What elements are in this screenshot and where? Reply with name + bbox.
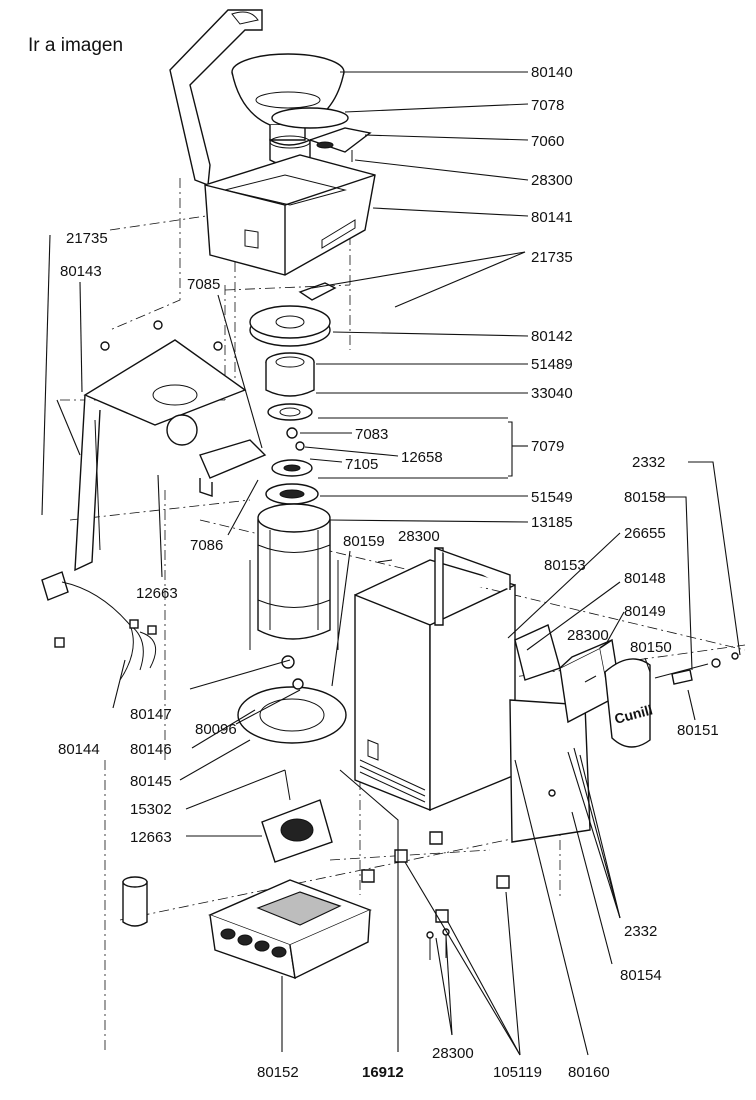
part-label: 7086 xyxy=(190,537,223,554)
part-label: 28300 xyxy=(398,528,440,545)
part-label: 16912 xyxy=(362,1064,404,1081)
hopper-support-arm xyxy=(169,9,263,186)
screws xyxy=(351,150,597,960)
part-label: 33040 xyxy=(531,385,573,402)
bottom-tray xyxy=(208,879,372,980)
power-cable xyxy=(41,571,157,681)
part-label: 12658 xyxy=(401,449,443,466)
part-label: 80150 xyxy=(630,639,672,656)
main-cabinet xyxy=(354,547,516,812)
part-label: 80096 xyxy=(195,721,237,738)
part-label: 51489 xyxy=(531,356,573,373)
side-cover xyxy=(509,699,591,843)
adjustment-hardware xyxy=(271,427,313,477)
part-labels: 80140 7078 7060 28300 80141 21735 21735 … xyxy=(58,64,719,1081)
mounting-plate xyxy=(74,320,247,572)
part-label: 13185 xyxy=(531,514,573,531)
switch-housing xyxy=(514,624,621,724)
bearing xyxy=(265,483,319,505)
part-label: 80153 xyxy=(544,557,586,574)
part-label: 80148 xyxy=(624,570,666,587)
capacitor xyxy=(122,876,148,927)
part-label: 28300 xyxy=(432,1045,474,1062)
motor xyxy=(249,503,339,650)
part-label: 80142 xyxy=(531,328,573,345)
brand-cover: Cunill xyxy=(604,658,654,748)
part-label: 80143 xyxy=(60,263,102,280)
top-housing xyxy=(204,154,376,276)
part-label: 7083 xyxy=(355,426,388,443)
part-label: 80141 xyxy=(531,209,573,226)
part-label: 15302 xyxy=(130,801,172,818)
part-label: 80152 xyxy=(257,1064,299,1081)
part-label: 7079 xyxy=(531,438,564,455)
part-label: 80144 xyxy=(58,741,100,758)
mounting-ring xyxy=(237,655,347,744)
part-label: 80154 xyxy=(620,967,662,984)
part-label: 26655 xyxy=(624,525,666,542)
burr-set xyxy=(265,352,315,421)
part-label: 80160 xyxy=(568,1064,610,1081)
part-label: 80140 xyxy=(531,64,573,81)
part-label: 80159 xyxy=(343,533,385,550)
part-label: 2332 xyxy=(632,454,665,471)
part-label: 28300 xyxy=(567,627,609,644)
part-label: 51549 xyxy=(531,489,573,506)
part-label: 7105 xyxy=(345,456,378,473)
part-label: 7078 xyxy=(531,97,564,114)
side-rod xyxy=(41,234,81,516)
part-label: 2332 xyxy=(624,923,657,940)
back-to-image-link[interactable]: Ir a imagen xyxy=(28,35,123,56)
rubber-feet xyxy=(361,831,510,923)
part-label: 7060 xyxy=(531,133,564,150)
burr-carrier xyxy=(249,282,337,347)
part-label: 80145 xyxy=(130,773,172,790)
part-label: 80149 xyxy=(624,603,666,620)
part-label: 80158 xyxy=(624,489,666,506)
part-label: 80151 xyxy=(677,722,719,739)
selector-shaft xyxy=(654,652,739,685)
part-label: 80147 xyxy=(130,706,172,723)
part-label: 12663 xyxy=(130,829,172,846)
part-label: 80146 xyxy=(130,741,172,758)
hopper-funnel xyxy=(231,53,345,141)
cooling-fan xyxy=(261,769,333,863)
part-label: 21735 xyxy=(531,249,573,266)
part-label: 105119 xyxy=(493,1064,542,1081)
part-label: 28300 xyxy=(531,172,573,189)
leader-lines xyxy=(79,71,741,1056)
part-label: 7085 xyxy=(187,276,220,293)
sensor-bracket xyxy=(199,439,267,497)
part-label: 12663 xyxy=(136,585,178,602)
hopper-shutter xyxy=(271,107,372,153)
part-label: 21735 xyxy=(66,230,108,247)
